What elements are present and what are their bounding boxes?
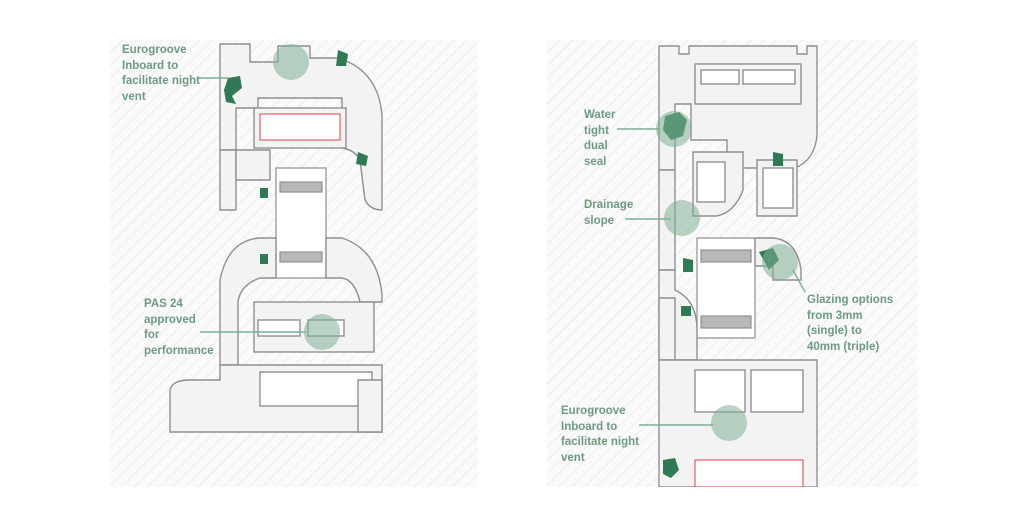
left-cross-section-drawing [110, 40, 478, 487]
glazing-highlight [762, 244, 798, 280]
seal-glass-lower [260, 254, 268, 264]
right-cross-section-panel: Water tight dual seal Drainage slope Gla… [547, 40, 918, 487]
seal-lower-left [681, 306, 691, 316]
upper-frame-slot-b [742, 69, 796, 85]
drainage-highlight [664, 200, 700, 236]
seal-eurogroove [663, 458, 679, 478]
left-cross-section-panel: Eurogroove Inboard to facilitate night v… [110, 40, 478, 487]
lower-frame-slot-b [750, 369, 804, 413]
seal-glass-left [683, 258, 693, 272]
drainage-chamber [696, 161, 726, 203]
glazing-leader [792, 269, 806, 293]
pas24-label: PAS 24 approved for performance [144, 298, 214, 357]
glass-spacer-bottom [279, 251, 323, 263]
water-tight-highlight [656, 111, 692, 147]
seal-mid-right [356, 152, 368, 166]
upper-frame-slot-a [700, 69, 740, 85]
upper-reinforcement [259, 113, 341, 141]
eurogroove-highlight [273, 44, 309, 80]
glass-unit [696, 237, 756, 339]
glazing-label: Glazing options from 3mm (single) to 40m… [807, 294, 894, 353]
mid-chamber [762, 167, 794, 209]
glass-spacer-bottom [700, 315, 752, 329]
glass-spacer-top [279, 181, 323, 193]
gasket-seals [224, 50, 368, 264]
pas24-highlight [304, 314, 340, 350]
right-cross-section-drawing [547, 40, 918, 487]
upper-frame-profile [658, 45, 818, 271]
seal-upper-left [224, 76, 242, 104]
lower-reinforcement [694, 459, 804, 487]
water-tight-label: Water tight dual seal [584, 109, 616, 168]
seal-glass-left [260, 188, 268, 198]
eurogroove-label: Eurogroove Inboard to facilitate night v… [561, 405, 639, 464]
glass-spacer-top [700, 249, 752, 263]
seal-mid-right [773, 152, 783, 166]
lower-frame-slot-a [694, 369, 746, 413]
cill-chamber [259, 371, 373, 407]
eurogroove-highlight [711, 405, 747, 441]
drainage-label: Drainage slope [584, 199, 634, 227]
seal-upper-right [336, 50, 348, 66]
glass-unit [275, 167, 327, 279]
eurogroove-label: Eurogroove Inboard to facilitate night v… [122, 44, 200, 103]
lower-reinforcement-a [257, 319, 301, 337]
upper-sash-profile [219, 43, 383, 211]
